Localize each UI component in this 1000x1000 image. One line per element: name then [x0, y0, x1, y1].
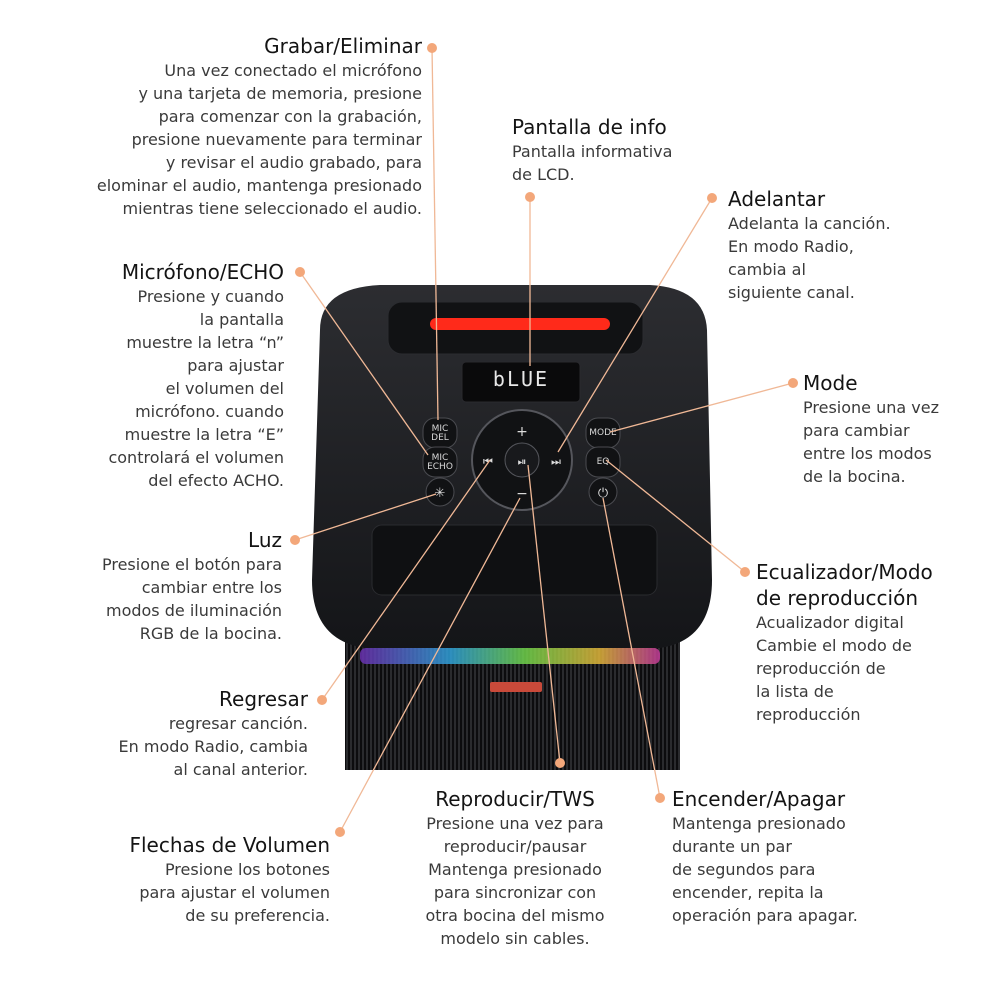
callout-ecualizador: Ecualizador/Modo de reproducción Acualiz…	[756, 559, 933, 726]
callout-desc: Una vez conectado el micrófono y una tar…	[96, 61, 422, 218]
callout-pantalla-info: Pantalla de info Pantalla informativa de…	[512, 114, 672, 186]
callout-dot	[525, 192, 535, 202]
callout-title: Reproducir/TWS	[435, 787, 595, 811]
leader-reproducir	[527, 464, 561, 764]
brand-plate	[490, 682, 542, 692]
minus-icon: −	[516, 486, 528, 502]
callout-flechas-volumen: Flechas de Volumen Presione los botones …	[130, 832, 331, 927]
power-icon: ⏻	[598, 486, 608, 501]
callout-dot	[788, 378, 798, 388]
callout-title: Pantalla de info	[512, 115, 667, 139]
callout-dot	[427, 43, 437, 53]
callout-title: Regresar	[219, 687, 308, 711]
callout-desc: Pantalla informativa de LCD.	[512, 142, 673, 184]
eq-button-shape	[585, 446, 621, 478]
callout-title: Micrófono/ECHO	[121, 260, 284, 284]
leader-regresar	[321, 459, 491, 701]
mic-label: MIC	[431, 424, 449, 434]
callout-desc: Presione y cuando la pantalla muestre la…	[108, 287, 284, 490]
light-icon: ✳	[435, 486, 446, 501]
callout-dot	[317, 695, 327, 705]
callout-dot	[290, 535, 300, 545]
callout-desc: Presione una vez para reproducir/pausar …	[425, 814, 605, 948]
callout-dot	[655, 793, 665, 803]
callout-grabar-eliminar: Grabar/Eliminar Una vez conectado el mic…	[97, 33, 422, 220]
callout-title: Mode	[803, 371, 858, 395]
led-strip	[430, 318, 610, 330]
callout-desc: Mantenga presionado durante un par de se…	[672, 814, 858, 925]
leader-adelantar	[557, 197, 713, 453]
mic-del-button[interactable]: MIC DEL	[425, 425, 455, 443]
callout-dot	[707, 193, 717, 203]
callout-title: Adelantar	[728, 187, 826, 211]
lcd-panel	[461, 361, 581, 403]
light-button-shape	[425, 477, 455, 507]
play-button-shape	[504, 442, 540, 478]
callout-dot	[740, 567, 750, 577]
callout-desc: regresar canción. En modo Radio, cambia …	[118, 714, 308, 779]
callout-dot	[295, 267, 305, 277]
callout-title: Encender/Apagar	[672, 787, 846, 811]
callout-desc: Acualizador digital Cambie el modo de re…	[756, 613, 912, 724]
leader-grabar	[431, 47, 439, 421]
callout-dot	[335, 827, 345, 837]
del-label: DEL	[431, 433, 449, 443]
callout-regresar: Regresar regresar canción. En modo Radio…	[119, 686, 308, 781]
callout-desc: Presione los botones para ajustar el vol…	[139, 860, 330, 925]
power-button-shape	[588, 477, 618, 507]
play-pause-icon: ⏯	[518, 455, 527, 468]
callout-title: Ecualizador/Modo de reproducción	[756, 560, 933, 610]
next-icon: ⏭	[551, 455, 561, 468]
leader-encender	[602, 497, 661, 799]
prev-icon: ⏮	[483, 455, 493, 468]
leader-ecualizador	[605, 459, 746, 573]
callout-mode: Mode Presione una vez para cambiar entre…	[803, 370, 939, 488]
leader-luz	[294, 493, 437, 541]
callout-reproducir-tws: Reproducir/TWS Presione una vez para rep…	[400, 786, 630, 950]
lcd-display-text: bLUE	[492, 367, 550, 391]
bottom-recess	[371, 524, 658, 596]
leader-mode	[609, 382, 794, 433]
callout-desc: Adelanta la canción. En modo Radio, camb…	[728, 214, 891, 302]
callout-dot	[555, 758, 565, 768]
callout-luz: Luz Presione el botón para cambiar entre…	[102, 527, 282, 645]
callout-title: Flechas de Volumen	[129, 833, 331, 857]
mode-button[interactable]: MODE	[588, 429, 618, 438]
leader-volumen	[339, 497, 521, 833]
callout-adelantar: Adelantar Adelanta la canción. En modo R…	[728, 186, 891, 304]
mic-label: MIC	[431, 453, 449, 463]
plus-icon: +	[516, 424, 528, 440]
callout-microfono-echo: Micrófono/ECHO Presione y cuando la pant…	[108, 259, 284, 492]
mode-label: MODE	[589, 428, 617, 438]
callout-title: Grabar/Eliminar	[264, 34, 422, 58]
leader-microfono	[299, 271, 429, 456]
callout-encender-apagar: Encender/Apagar Mantenga presionado dura…	[672, 786, 858, 927]
mic-echo-button[interactable]: MIC ECHO	[425, 454, 455, 472]
mic-echo-button-shape	[422, 446, 458, 478]
callout-desc: Presione una vez para cambiar entre los …	[803, 398, 939, 486]
callout-title: Luz	[248, 528, 282, 552]
echo-label: ECHO	[427, 462, 453, 472]
eq-label: EQ	[596, 457, 610, 467]
rgb-light-band	[360, 648, 660, 664]
callout-desc: Presione el botón para cambiar entre los…	[101, 555, 282, 643]
eq-button[interactable]: EQ	[588, 458, 618, 467]
